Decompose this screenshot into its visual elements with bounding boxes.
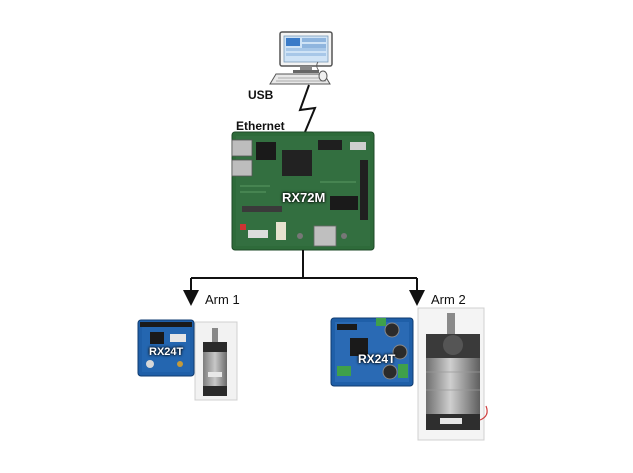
arm1-board-label: RX24T: [149, 346, 184, 358]
arm2-board-label: RX24T: [358, 352, 396, 366]
usb-connection-line: [298, 84, 317, 133]
main-board-label: RX72M: [282, 190, 326, 205]
arm2-motor: [417, 307, 488, 441]
keyboard-icon: [269, 73, 331, 85]
arm1-label: Arm 1: [205, 292, 240, 307]
usb-label: USB: [248, 88, 274, 102]
connection-lines: [183, 250, 425, 306]
arm2-board-rx24t: [330, 317, 414, 387]
arm2-label: Arm 2: [431, 292, 466, 307]
mouse-icon: [316, 61, 328, 82]
arm1-board-rx24t: [137, 319, 195, 377]
computer-icon: [279, 31, 333, 73]
main-board-rx72m: [231, 131, 375, 251]
arm1-motor: [194, 321, 238, 401]
ethernet-label: Ethernet: [236, 119, 285, 133]
